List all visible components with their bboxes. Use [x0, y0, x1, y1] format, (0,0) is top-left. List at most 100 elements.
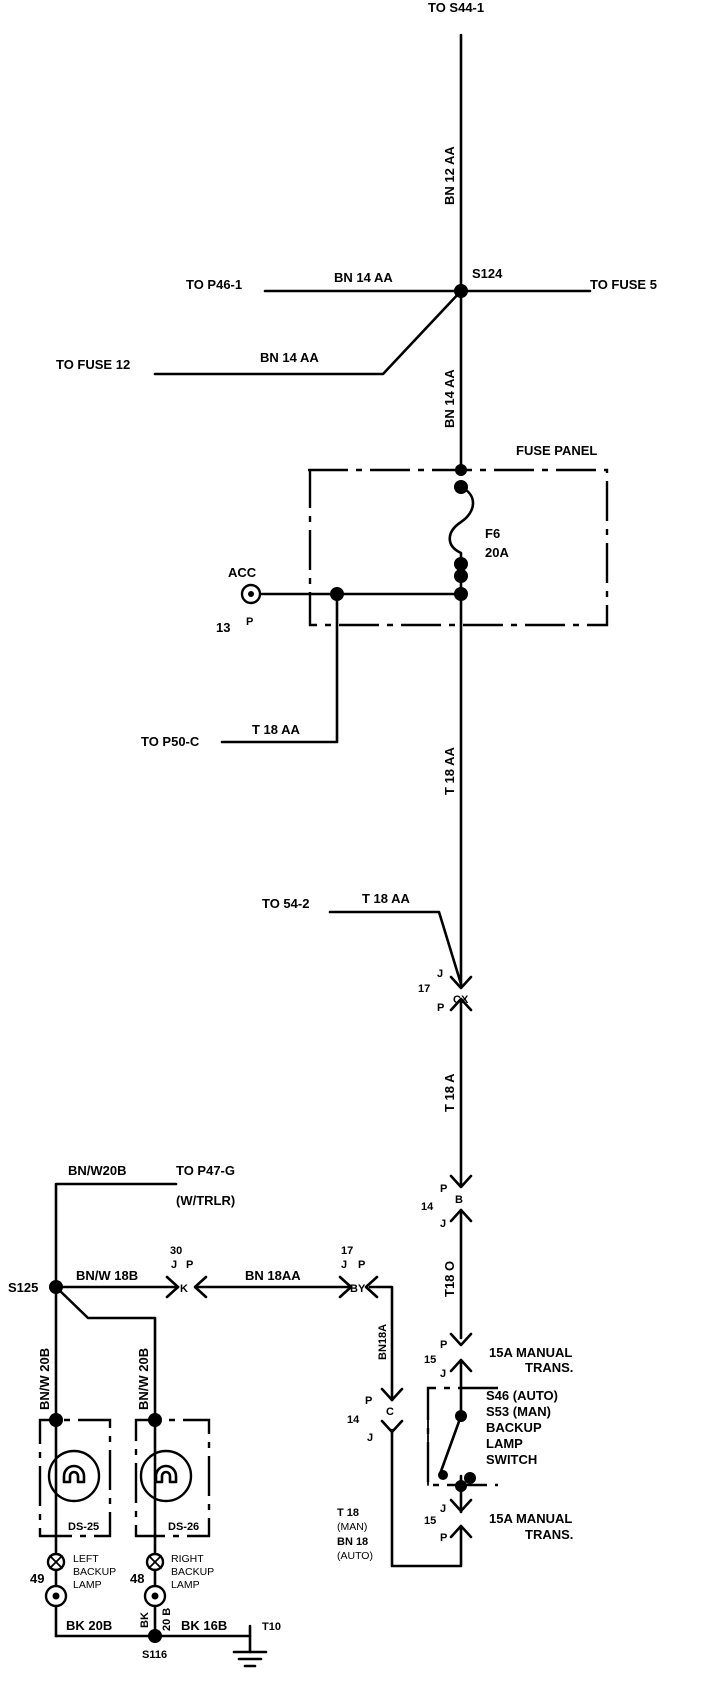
wire-bk16b-label: BK 16B: [181, 1618, 227, 1633]
wire-bk20b-label: BK 20B: [66, 1618, 112, 1633]
trans-bot-label: TRANS.: [525, 1527, 573, 1542]
wire-t18aa-vert-label: T 18 AA: [442, 746, 457, 795]
fuse-f6-element: [448, 485, 475, 562]
splice-s124-label: S124: [472, 266, 503, 281]
to-p47g-label: TO P47-G: [176, 1163, 235, 1178]
acc-label: ACC: [228, 565, 257, 580]
sw-line1-label: S46 (AUTO): [486, 1388, 558, 1403]
c-name-label: C: [386, 1406, 394, 1418]
wire-t18aa-54-label: T 18 AA: [362, 891, 411, 906]
wire-bn18a-label: BN18A: [377, 1324, 389, 1360]
sw-line3-label: BACKUP: [486, 1420, 542, 1435]
by-name-label: BY: [350, 1283, 366, 1295]
switch-blade: [438, 1414, 463, 1476]
wire-bn12aa-label: BN 12 AA: [442, 146, 457, 205]
ground-t10-label: T10: [262, 1621, 281, 1633]
wire-bn18a: [368, 1285, 394, 1402]
sw-p-bot-label: P: [440, 1532, 447, 1544]
fuse-rating-label: 20A: [485, 545, 509, 560]
acc-pin-label: 13: [216, 620, 230, 635]
wire-t18a-label: T 18 A: [442, 1073, 457, 1112]
c-j-label: J: [367, 1432, 373, 1444]
wire-bnw18b-label: BN/W 18B: [76, 1268, 138, 1283]
wire-bn14aa-vert-label: BN 14 AA: [442, 369, 457, 428]
acc-pin-p-label: P: [246, 616, 253, 628]
by-17-label: 17: [341, 1245, 353, 1257]
splice-s125-dot: [49, 1280, 63, 1294]
splice-s124-dot: [454, 284, 468, 298]
backup-lamp-switch: [426, 1358, 498, 1514]
lamp-feed-wiring: [49, 1182, 180, 1427]
right-line1-label: RIGHT: [171, 1553, 204, 1565]
wire-bn18-label: BN 18: [337, 1536, 368, 1548]
wire-to-54-2: [328, 910, 463, 986]
by-p-label: P: [358, 1259, 365, 1271]
wire-bnw20b-l-label: BN/W 20B: [37, 1348, 52, 1410]
wire-bnw20b-top-label: BN/W20B: [68, 1163, 127, 1178]
wire-t18-label: T 18: [337, 1507, 359, 1519]
sw-15-top-label: 15: [424, 1354, 436, 1366]
right-backup-lamp: [134, 1418, 211, 1638]
w-trlr-label: (W/TRLR): [176, 1193, 235, 1208]
to-54-2-label: TO 54-2: [262, 896, 309, 911]
sw-15-bot-label: 15: [424, 1515, 436, 1527]
left-line3-label: LAMP: [73, 1579, 102, 1591]
manual-bot-label: 15A MANUAL: [489, 1511, 572, 1526]
wire-20b-label: 20 B: [161, 1608, 173, 1631]
wire-bnw20b-r-label: BN/W 20B: [136, 1348, 151, 1410]
right-line3-label: LAMP: [171, 1579, 200, 1591]
k-j-label: J: [171, 1259, 177, 1271]
splice-s116-label: S116: [142, 1649, 167, 1661]
right-line2-label: BACKUP: [171, 1566, 214, 1578]
b-j-label: J: [440, 1218, 446, 1230]
left-line1-label: LEFT: [73, 1553, 99, 1565]
sw-line2-label: S53 (MAN): [486, 1404, 551, 1419]
left-backup-lamp: [38, 1418, 112, 1638]
cx-j-label: J: [437, 968, 443, 980]
splice-s116-dot: [148, 1629, 162, 1643]
c-14-label: 14: [347, 1414, 360, 1426]
ds26-label: DS-26: [168, 1521, 199, 1533]
cx-17-label: 17: [418, 983, 430, 995]
wire-t18o-label: T18 O: [442, 1261, 457, 1297]
fuse-panel: [260, 464, 609, 627]
b-p-label: P: [440, 1183, 447, 1195]
ds25-label: DS-25: [68, 1521, 99, 1533]
to-s44-label: TO S44-1: [428, 0, 484, 15]
to-fuse5-label: TO FUSE 5: [590, 277, 657, 292]
sw-line5-label: SWITCH: [486, 1452, 537, 1467]
wire-t18aa-p50-label: T 18 AA: [252, 722, 301, 737]
sw-line4-label: LAMP: [486, 1436, 523, 1451]
sw-p-top-label: P: [440, 1339, 447, 1351]
manual-top-label: 15A MANUAL: [489, 1345, 572, 1360]
left-line2-label: BACKUP: [73, 1566, 116, 1578]
wire-auto-label: (AUTO): [337, 1550, 373, 1562]
sw-j-bot-label: J: [440, 1503, 446, 1515]
wire-bn18aa-label: BN 18AA: [245, 1268, 301, 1283]
fuse-id-label: F6: [485, 526, 500, 541]
c-p-label: P: [365, 1395, 372, 1407]
pin-49-label: 49: [30, 1571, 44, 1586]
fuse-panel-label: FUSE PANEL: [516, 443, 597, 458]
wire-bn14aa-left-label: BN 14 AA: [334, 270, 393, 285]
to-fuse12-label: TO FUSE 12: [56, 357, 130, 372]
wire-t18-bn18-return: [390, 1428, 463, 1568]
b-name-label: B: [455, 1194, 463, 1206]
wire-bk-label: BK: [139, 1612, 151, 1628]
splice-s125-label: S125: [8, 1280, 38, 1295]
ground-wiring: [54, 1624, 268, 1668]
wire-to-p50c: [220, 592, 339, 744]
trans-top-label: TRANS.: [525, 1360, 573, 1375]
to-p46-label: TO P46-1: [186, 277, 242, 292]
feed-wiring: [153, 33, 592, 472]
pin-48-label: 48: [130, 1571, 144, 1586]
wire-man-label: (MAN): [337, 1521, 367, 1533]
b-14-label: 14: [421, 1201, 434, 1213]
k-30-label: 30: [170, 1245, 182, 1257]
to-p50c-label: TO P50-C: [141, 734, 200, 749]
acc-terminal: [240, 583, 262, 605]
sw-j-top-label: J: [440, 1368, 446, 1380]
k-name-label: K: [180, 1283, 188, 1295]
by-j-label: J: [341, 1259, 347, 1271]
